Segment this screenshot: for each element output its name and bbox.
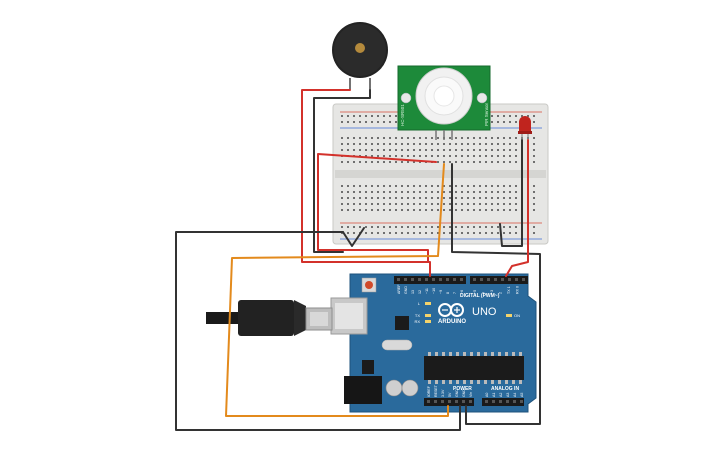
pin-label: 7 <box>453 292 457 294</box>
wire-buzzer-red <box>301 89 431 277</box>
brand-label: ARDUINO <box>438 319 466 325</box>
pin-label: ~3 <box>490 290 494 294</box>
wire-ground-black <box>175 231 461 431</box>
pin-label: ~9 <box>439 290 443 294</box>
pin-label: 5V <box>448 392 452 397</box>
analog-header-label: ANALOG IN <box>491 386 519 392</box>
microcontroller-chip <box>424 356 524 380</box>
power-jack <box>344 376 382 404</box>
wire-pir-orange <box>225 163 449 417</box>
pin-label: 8 <box>446 292 450 294</box>
wires <box>175 89 541 431</box>
pin-label: 13 <box>411 290 415 294</box>
pin-label: 12 <box>418 290 422 294</box>
pin-label: A2 <box>499 393 503 397</box>
arduino-logo-icon <box>438 303 464 317</box>
pin-label: ~5 <box>473 290 477 294</box>
pin-label: RESET <box>434 384 438 397</box>
pin-label: GND <box>455 389 459 397</box>
power-header-label: POWER <box>453 386 472 392</box>
pin-label: IOREF <box>427 385 431 397</box>
wire-led-red <box>505 139 529 277</box>
pin-label: 3.3V <box>441 389 445 397</box>
pin-label: TX 1 <box>507 286 511 294</box>
wire-led-black <box>499 139 523 247</box>
pin-label: A4 <box>513 393 517 397</box>
led-l-label: L <box>418 301 421 306</box>
model-label: UNO <box>472 306 497 318</box>
digital-header-label: DIGITAL (PWM~) <box>460 293 500 299</box>
pin-label: ~10 <box>432 288 436 294</box>
pir-left-label: HC-SR501 <box>400 104 405 126</box>
pir-right-label: PIR Sensor <box>484 102 489 126</box>
wire-buzzer-black <box>313 89 371 253</box>
chip-legs <box>428 352 522 384</box>
piezo-buzzer[interactable] <box>332 22 388 90</box>
led-on-label: ON <box>514 313 520 318</box>
pin-label: ~11 <box>425 288 429 294</box>
pin-label: GND <box>462 389 466 397</box>
pir-sensor[interactable]: HC-SR501 PIR Sensor <box>397 65 491 140</box>
pin-label: A1 <box>492 393 496 397</box>
pin-label: 2 <box>499 292 503 294</box>
usb-chip <box>395 316 409 330</box>
pin-label: A3 <box>506 393 510 397</box>
pin-label: RX 0 <box>516 286 520 294</box>
power-analog-header[interactable] <box>427 400 523 403</box>
pin-label: A5 <box>520 393 524 397</box>
wire-pir-red <box>317 153 437 263</box>
pin-label: GND <box>404 286 408 294</box>
led-tx-label: TX <box>415 313 420 318</box>
pin-label: 4 <box>482 292 486 294</box>
pin-label: Vin <box>469 392 473 397</box>
pin-label: ~6 <box>460 290 464 294</box>
wire-pir-black <box>451 163 541 425</box>
pin-label: A0 <box>485 393 489 397</box>
usb-cable[interactable] <box>206 300 333 336</box>
digital-header[interactable] <box>397 278 525 281</box>
pin-label: AREF <box>397 284 401 294</box>
arduino-uno[interactable]: L TX RX ON ARDUINO UNO DIGITAL (PWM~) PO… <box>330 273 537 413</box>
wire-rail-black <box>342 227 365 247</box>
led-rx-label: RX <box>414 319 420 324</box>
